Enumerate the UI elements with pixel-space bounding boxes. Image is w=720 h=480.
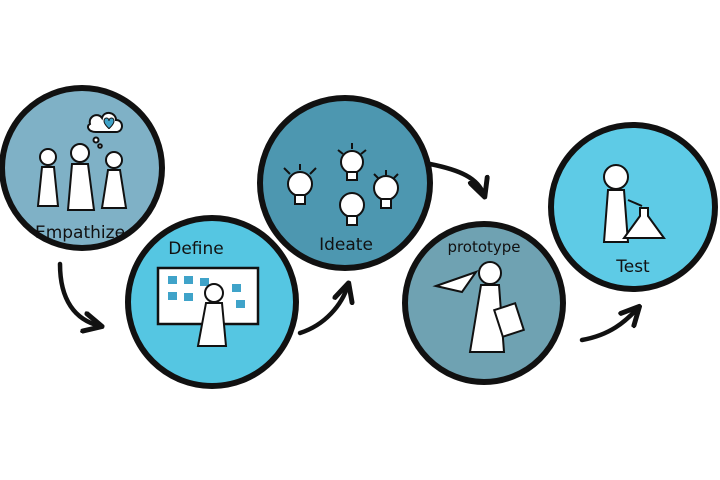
lightbulbs-icon: [283, 143, 399, 226]
stage-label-empathize: Empathize: [35, 223, 125, 243]
stage-label-prototype: prototype: [447, 238, 520, 256]
arrow-prototype-to-test: [579, 308, 638, 343]
arrow-define-to-ideate: [297, 285, 348, 336]
board-icon: [156, 266, 260, 347]
stage-label-ideate: Ideate: [319, 235, 373, 255]
stage-circle-ideate: [257, 95, 433, 271]
stage-label-define: Define: [168, 239, 224, 259]
paper-plane-icon: [432, 261, 526, 353]
arrow-empathize-to-define: [57, 261, 100, 326]
people-icon: [36, 112, 128, 211]
stage-label-test: Test: [615, 257, 650, 277]
arrow-ideate-to-prototype: [427, 161, 484, 195]
flask-icon: [602, 164, 666, 243]
heart-icon: [103, 117, 115, 130]
stage-circle-test: [548, 122, 718, 292]
